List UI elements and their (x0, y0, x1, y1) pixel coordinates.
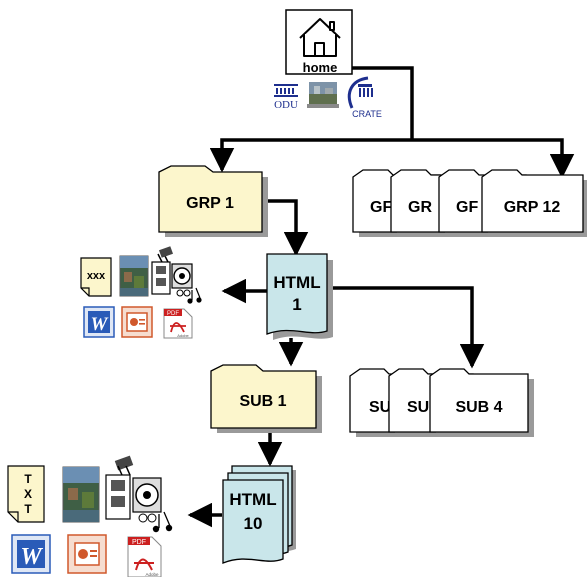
svg-text:W: W (20, 544, 43, 570)
powerpoint-icon (121, 306, 153, 338)
folder-sub-4: SUB 4 (429, 368, 534, 437)
pdf-badge: PDF (132, 539, 146, 546)
html-page-1: HTML 1 (266, 253, 333, 340)
folder-label: GRP 1 (186, 195, 234, 212)
html-label-line2: 1 (292, 295, 301, 314)
crate-logo-text: CRATE (352, 109, 382, 119)
word-icon: W (11, 534, 51, 574)
connector-home-trunk (352, 66, 414, 140)
audio-icon (171, 263, 202, 304)
folder-label: SU (407, 399, 429, 416)
svg-text:W: W (91, 314, 109, 335)
connector-html1-sub4 (327, 286, 485, 369)
folder-sub-1: SUB 1 (210, 364, 322, 433)
sub-folders: SUB 1 SU SU SUB 4 (210, 364, 534, 437)
folder-label: GF (456, 199, 478, 216)
text-file-icon: T X T (7, 465, 45, 523)
pdf-badge: PDF (167, 311, 179, 317)
folder-label: GF (370, 199, 392, 216)
odu-logo: ODU (274, 84, 298, 111)
home-label: home (303, 60, 338, 75)
text-file-content: xxx (87, 270, 106, 282)
image-icon (62, 466, 100, 523)
connector-grp1-html1 (262, 199, 309, 257)
folder-grp-1: GRP 1 (158, 165, 268, 237)
html-label-line1: HTML (273, 273, 320, 292)
folder-label: SU (369, 399, 391, 416)
html-label-line1: HTML (229, 490, 276, 509)
folder-label: GR (408, 199, 432, 216)
folder-label: SUB 1 (239, 393, 286, 410)
pdf-icon: PDF Adobe (127, 536, 162, 577)
campus-photo-icon (307, 82, 339, 108)
home-node: home ODU CRATE (274, 9, 382, 119)
image-icon (119, 255, 149, 297)
crate-logo: CRATE (347, 76, 382, 119)
word-icon: W (83, 306, 115, 338)
video-icon (105, 455, 134, 520)
folder-label: SUB 4 (455, 399, 502, 416)
file-set-1: xxx W (80, 246, 202, 339)
odu-logo-text: ODU (274, 99, 298, 111)
html-page-10: HTML 10 (222, 465, 296, 564)
pdf-sub: Adobe (177, 333, 189, 338)
folder-label: GRP 12 (504, 199, 561, 216)
html-label-line2: 10 (244, 514, 263, 533)
folder-grp-12: GRP 12 (481, 169, 587, 237)
text-file-icon: xxx (80, 257, 112, 297)
text-file-line: T (24, 472, 32, 486)
pdf-sub: Adobe (145, 572, 159, 577)
group-folders: GRP 1 GF GR GF GRP 12 (158, 165, 587, 237)
house-icon (299, 18, 341, 57)
video-icon (151, 246, 174, 295)
file-set-2: T X T (7, 455, 173, 577)
connector-home-grp12 (412, 138, 575, 179)
connectors (187, 66, 575, 528)
text-file-line: T (24, 502, 32, 516)
pdf-icon: PDF Adobe (163, 308, 193, 339)
powerpoint-icon (67, 534, 107, 574)
text-file-line: X (24, 487, 32, 501)
connector-home-grp1 (209, 138, 412, 173)
audio-icon (132, 477, 173, 533)
